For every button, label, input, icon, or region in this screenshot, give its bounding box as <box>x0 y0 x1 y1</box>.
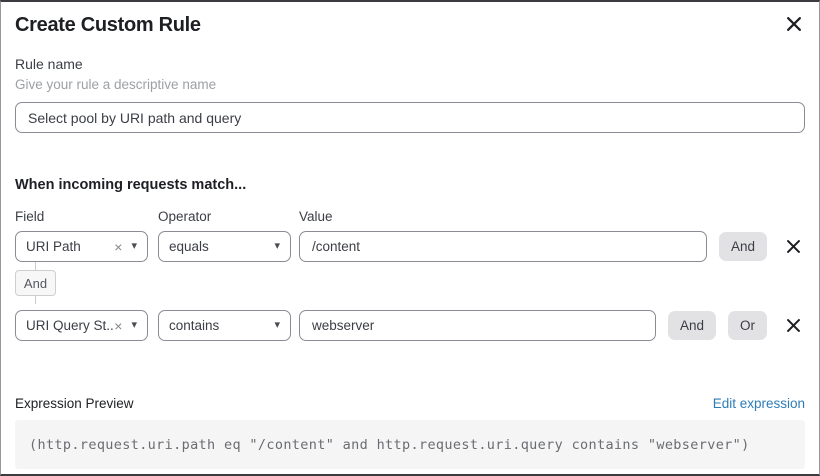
expression-preview-label: Expression Preview <box>15 396 134 411</box>
and-button[interactable]: And <box>667 311 716 340</box>
remove-condition-icon[interactable] <box>785 317 802 334</box>
expression-code: (http.request.uri.path eq "/content" and… <box>29 436 750 453</box>
connector-and-chip: And <box>15 270 56 296</box>
match-section-heading: When incoming requests match... <box>15 177 247 193</box>
field-select[interactable]: URI Path × ▾ <box>15 231 148 262</box>
or-button[interactable]: Or <box>728 311 767 340</box>
chevron-down-icon: ▾ <box>131 319 137 331</box>
value-column-label: Value <box>299 209 333 224</box>
condition-row-2: URI Query St... × ▾ contains ▾ And Or <box>15 310 805 341</box>
chevron-down-icon: ▾ <box>131 240 137 252</box>
operator-select[interactable]: equals ▾ <box>158 231 291 262</box>
clear-icon[interactable]: × <box>114 238 123 255</box>
page-title: Create Custom Rule <box>15 14 201 36</box>
field-select-value: URI Path <box>26 239 81 254</box>
chevron-down-icon: ▾ <box>274 240 280 252</box>
operator-select-value: equals <box>169 239 209 254</box>
field-column-label: Field <box>15 209 45 224</box>
operator-select-value: contains <box>169 318 220 333</box>
close-icon[interactable] <box>785 15 803 33</box>
rule-name-label: Rule name <box>15 56 83 72</box>
operator-column-label: Operator <box>158 209 212 224</box>
field-select[interactable]: URI Query St... × ▾ <box>15 310 148 341</box>
value-input[interactable] <box>299 231 707 262</box>
connector-line <box>35 296 36 304</box>
expression-preview-box: (http.request.uri.path eq "/content" and… <box>15 420 805 469</box>
edit-expression-link[interactable]: Edit expression <box>712 396 805 411</box>
dialog-header: Create Custom Rule <box>15 14 805 36</box>
value-input[interactable] <box>299 310 656 341</box>
remove-condition-icon[interactable] <box>785 238 802 255</box>
rule-name-input[interactable] <box>15 102 805 133</box>
condition-column-labels: Field Operator Value <box>15 209 805 225</box>
condition-connector: And <box>15 262 805 304</box>
chevron-down-icon: ▾ <box>274 319 280 331</box>
connector-line <box>35 262 36 270</box>
expression-preview-header: Expression Preview Edit expression <box>15 395 805 412</box>
rule-name-hint: Give your rule a descriptive name <box>15 77 217 92</box>
condition-row-1: URI Path × ▾ equals ▾ And <box>15 231 805 262</box>
clear-icon[interactable]: × <box>114 317 123 334</box>
and-button[interactable]: And <box>718 232 767 261</box>
field-select-value: URI Query St... <box>26 318 115 333</box>
operator-select[interactable]: contains ▾ <box>158 310 291 341</box>
